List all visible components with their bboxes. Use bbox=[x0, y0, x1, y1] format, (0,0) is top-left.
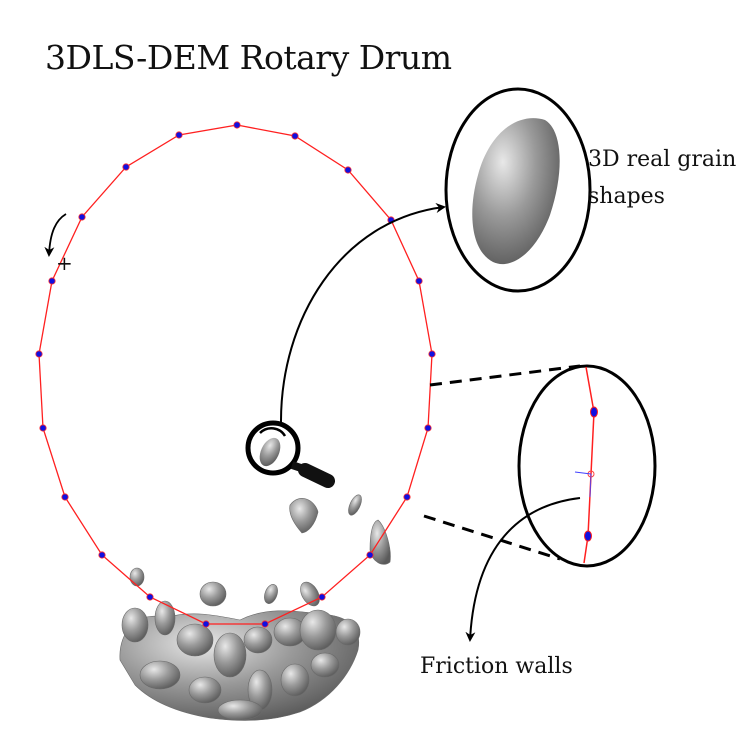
wall-node bbox=[98, 551, 106, 559]
wall-node bbox=[122, 163, 130, 171]
wall-node bbox=[424, 424, 432, 432]
wall-node bbox=[146, 593, 154, 601]
grain-label-line1: 3D real grain bbox=[588, 147, 737, 172]
wall-node bbox=[48, 277, 56, 285]
wall-node bbox=[175, 131, 183, 139]
grain-pile bbox=[119, 494, 391, 721]
wall-node bbox=[318, 593, 326, 601]
wall-node bbox=[428, 350, 436, 358]
wall-node bbox=[39, 424, 47, 432]
rotation-arrow-icon bbox=[44, 213, 67, 257]
wall-node bbox=[403, 493, 411, 501]
wall-node bbox=[261, 620, 269, 628]
grain-label-line2: shapes bbox=[588, 184, 665, 209]
friction-walls-label: Friction walls bbox=[420, 654, 573, 679]
diagram-title: 3DLS-DEM Rotary Drum bbox=[45, 38, 452, 77]
grain-zoom-circle bbox=[444, 87, 592, 293]
wall-node bbox=[366, 551, 374, 559]
wall-zoom-circle bbox=[423, 364, 657, 568]
wall-node bbox=[202, 620, 210, 628]
wall-node bbox=[344, 166, 352, 174]
callout-arrow-walls bbox=[465, 497, 581, 642]
wall-node bbox=[233, 121, 241, 129]
wall-node bbox=[61, 493, 69, 501]
wall-node bbox=[291, 132, 299, 140]
wall-nodes bbox=[35, 121, 436, 628]
rotation-sign: + bbox=[56, 251, 73, 275]
drum-wall bbox=[38, 124, 433, 625]
wall-node bbox=[415, 277, 423, 285]
wall-node bbox=[78, 213, 86, 221]
callout-arrow-grain bbox=[279, 203, 446, 425]
wall-node bbox=[35, 350, 43, 358]
magnifier-icon bbox=[245, 420, 335, 488]
